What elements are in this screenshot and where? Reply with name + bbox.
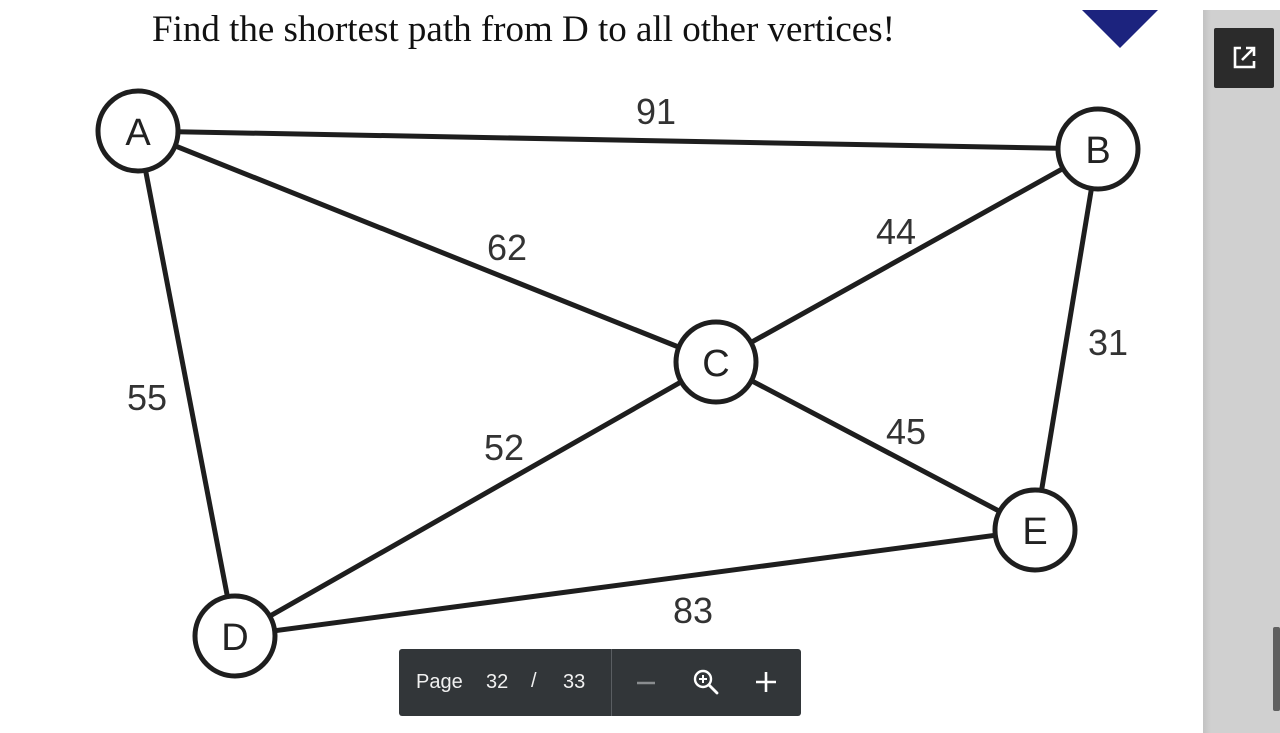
zoom-reset-button[interactable] (686, 662, 726, 702)
edge-a-d (135, 128, 238, 639)
open-in-new-window-button[interactable] (1214, 28, 1274, 88)
zoom-in-button[interactable] (746, 662, 786, 702)
page-separator: / (531, 670, 537, 692)
vertex-d: D (192, 593, 278, 679)
edge-label-c-e: 45 (886, 411, 926, 452)
vertex-a: A (95, 88, 181, 174)
total-pages: 33 (563, 671, 586, 693)
edge-label-c-d: 52 (484, 427, 524, 468)
vertex-e: E (992, 487, 1078, 573)
vertex-label-d: D (221, 617, 248, 659)
current-page-number[interactable]: 32 (486, 671, 509, 693)
edge-b-e (1032, 146, 1101, 533)
scrollbar-thumb[interactable] (1273, 627, 1280, 711)
toolbar-divider (611, 649, 612, 716)
minus-icon (637, 681, 655, 685)
edge-label-a-c: 62 (487, 227, 527, 268)
vertex-label-b: B (1085, 130, 1110, 172)
magnifier-plus-icon (693, 669, 719, 695)
vertex-label-e: E (1022, 511, 1047, 553)
edge-label-a-b: 91 (636, 91, 676, 132)
edge-d-e (232, 527, 1038, 639)
zoom-out-button[interactable] (626, 662, 666, 702)
page-title: Find the shortest path from D to all oth… (152, 9, 895, 50)
vertex-b: B (1055, 106, 1141, 192)
graph-diagram: 91 62 55 44 31 52 45 83 A B C (95, 88, 1141, 679)
vertex-label-c: C (702, 343, 729, 385)
edge-b-c (713, 146, 1101, 365)
corner-triangle-decoration (1082, 10, 1158, 48)
vertex-label-a: A (125, 112, 151, 154)
edge-label-d-e: 83 (673, 590, 713, 631)
side-panel (1203, 10, 1280, 733)
edge-a-c (135, 128, 719, 365)
edge-label-a-d: 55 (127, 377, 167, 418)
open-in-new-icon (1233, 46, 1256, 69)
edge-c-d (232, 359, 719, 639)
edge-label-b-c: 44 (876, 211, 916, 252)
plus-icon (756, 672, 776, 692)
edge-a-b (135, 128, 1101, 152)
page-label: Page (416, 671, 463, 693)
slide-content: Find the shortest path from D to all oth… (95, 9, 1158, 679)
vertex-c: C (673, 319, 759, 405)
page-toolbar: Page 32 / 33 (399, 649, 801, 716)
edge-c-e (713, 359, 1038, 533)
edge-label-b-e: 31 (1088, 322, 1128, 363)
